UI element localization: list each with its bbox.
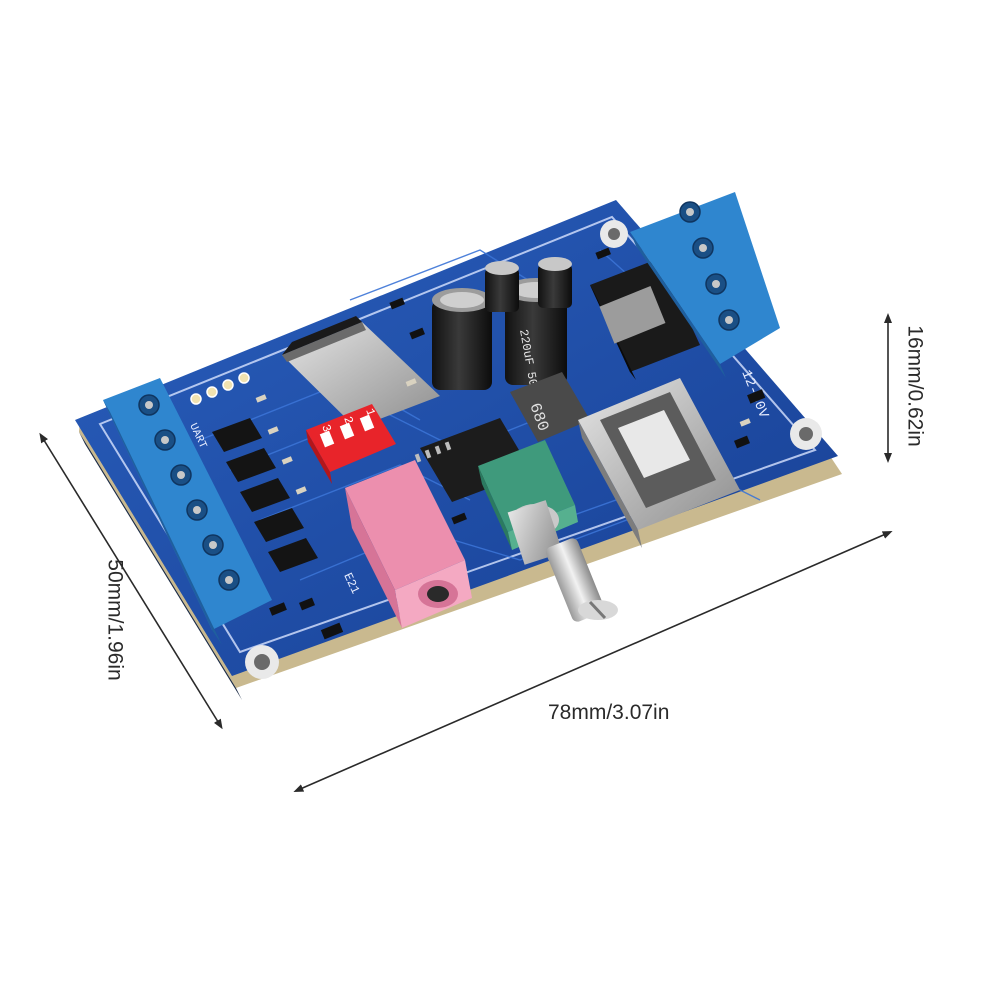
mounting-hole-top	[600, 220, 628, 248]
potentiometer-shaft	[546, 538, 618, 622]
height-dimension-label: 16mm/0.62in	[903, 325, 927, 447]
dip-switch: 1 2 3	[306, 404, 396, 484]
pcb-underside-edge	[79, 432, 242, 700]
audio-jack: E21	[340, 460, 472, 628]
capacitor-large-right: 220uF 50V	[505, 278, 567, 395]
dimension-line-length	[293, 531, 893, 792]
ic-chip-column	[212, 418, 318, 572]
terminal-block-left	[103, 378, 272, 645]
dimension-line-width	[39, 432, 223, 730]
sd-card-slot	[282, 316, 440, 428]
length-dimension-label: 78mm/3.07in	[548, 701, 670, 724]
width-dimension-label: 50mm/1.96in	[103, 559, 127, 681]
usb-port	[578, 378, 740, 548]
capacitor-large-left	[432, 288, 492, 390]
dip-label-2: 2	[340, 415, 356, 427]
mounting-hole-right	[790, 418, 822, 450]
dip-label-1: 1	[362, 407, 378, 419]
dip-label-3: 3	[318, 423, 334, 435]
potentiometer	[478, 440, 618, 622]
capacitor-small-2	[538, 257, 572, 308]
terminal-block-right: 12-30V	[630, 192, 780, 421]
capacitor-small-1	[485, 261, 519, 312]
smd-components	[269, 247, 766, 640]
mounting-hole-bottom-left	[245, 645, 279, 679]
smd-resistors	[255, 378, 751, 495]
